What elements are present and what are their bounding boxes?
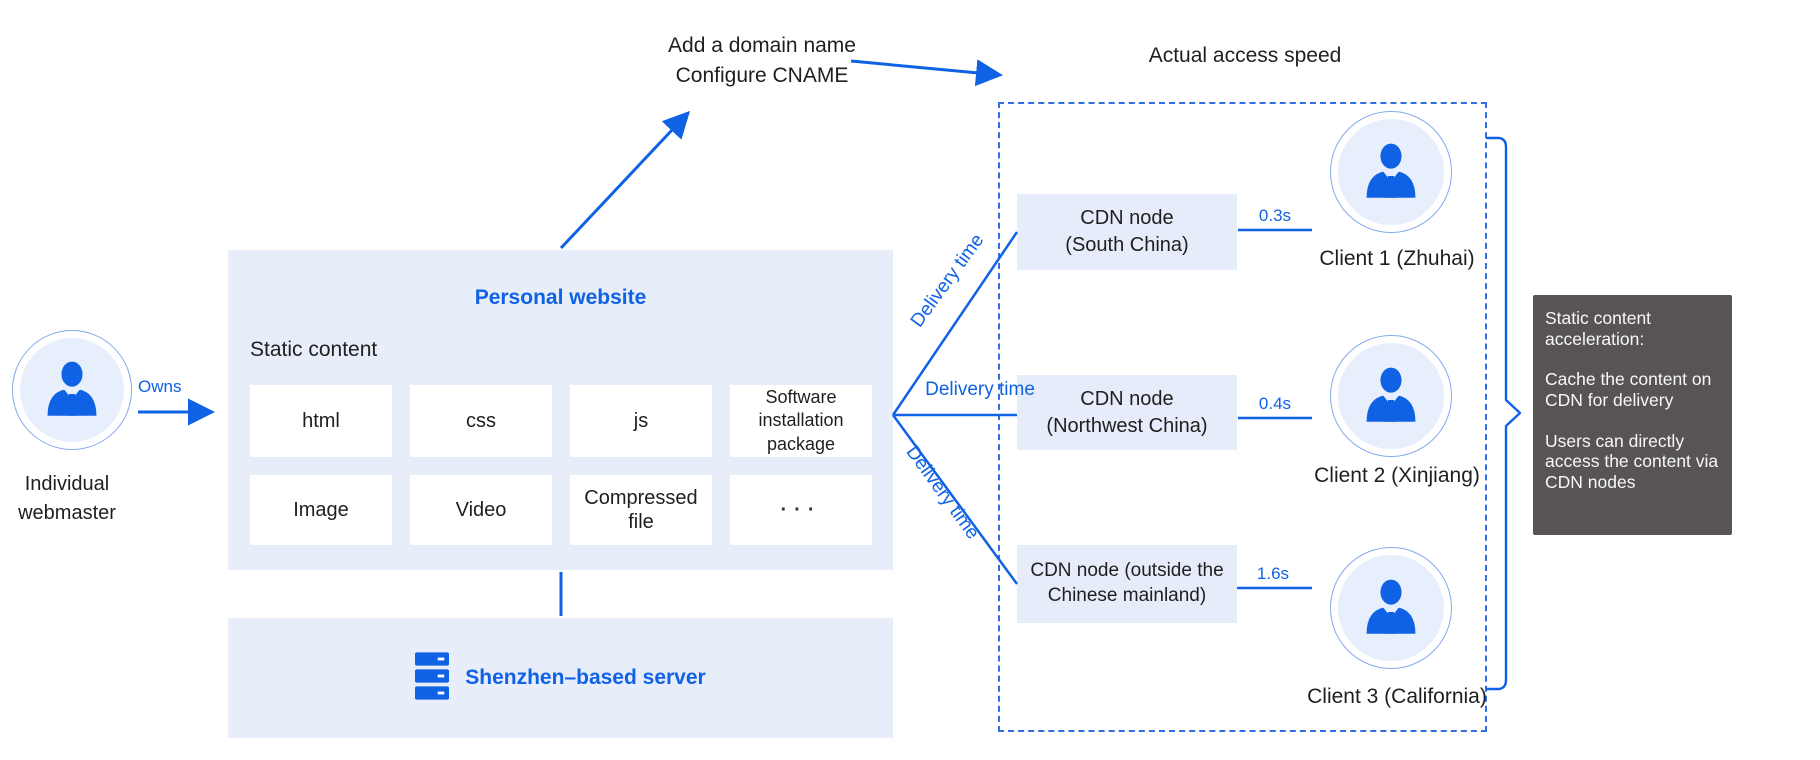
content-item: Compressed file <box>570 475 712 545</box>
client-1-label: Client 1 (Zhuhai) <box>1319 247 1475 270</box>
webmaster-avatar-disc <box>20 338 124 442</box>
access-speed-title: Actual access speed <box>1148 44 1342 67</box>
brace <box>1485 136 1522 691</box>
person-icon <box>39 355 105 426</box>
delivery-time-label-3: Delivery time <box>901 442 984 544</box>
client-3-avatar <box>1330 547 1452 669</box>
client-3-label: Client 3 (California) <box>1307 685 1487 708</box>
server-icon <box>415 651 450 705</box>
static-content-grid: html css js Software installation packag… <box>250 385 872 545</box>
content-item: Software installation package <box>730 385 872 457</box>
cdn-node-south-china: CDN node (South China) <box>1017 194 1237 270</box>
cdn-node-name-line1: CDN node <box>1080 387 1174 410</box>
webmaster-avatar <box>12 330 132 450</box>
callout-line-2: Cache the content on CDN for delivery <box>1545 369 1712 410</box>
content-item: Image <box>250 475 392 545</box>
cdn-node-name-line1: CDN node (outside the <box>1030 560 1224 582</box>
cname-arrow <box>559 110 691 250</box>
cdn-node-name-line2: (South China) <box>1065 234 1189 256</box>
access-time-3: 1.6s <box>1256 564 1290 583</box>
personal-website-title: Personal website <box>474 286 647 309</box>
person-icon <box>1358 573 1424 644</box>
callout-line-3: Users can directly access the content vi… <box>1545 430 1719 492</box>
server-box: Shenzhen–based server <box>228 618 893 738</box>
callout-line-1: Static content acceleration: <box>1545 308 1652 349</box>
cdn-node-name-line1: CDN node <box>1080 207 1174 229</box>
cdn-node-outside-mainland: CDN node (outside the Chinese mainland) <box>1017 545 1237 623</box>
client-2-label: Client 2 (Xinjiang) <box>1314 464 1480 487</box>
delivery-time-label-1: Delivery time <box>906 230 989 332</box>
static-content-label: Static content <box>250 338 378 361</box>
domain-note: Add a domain name Configure CNAME <box>612 31 912 91</box>
content-item: css <box>410 385 552 457</box>
cdn-node-name-line2: Chinese mainland) <box>1047 585 1207 606</box>
person-icon <box>1358 137 1424 208</box>
webmaster-label: Individual webmaster <box>18 473 116 524</box>
content-item: Video <box>410 475 552 545</box>
static-acceleration-callout: Static content acceleration: Cache the c… <box>1533 295 1732 535</box>
access-time-1: 0.3s <box>1258 206 1292 225</box>
cdn-node-name-line2: (Northwest China) <box>1046 414 1208 437</box>
client-1-avatar <box>1330 111 1452 233</box>
cdn-node-northwest-china: CDN node (Northwest China) <box>1017 375 1237 450</box>
owns-label: Owns <box>138 377 182 396</box>
server-label: Shenzhen–based server <box>465 666 706 689</box>
content-item: html <box>250 385 392 457</box>
content-item-ellipsis: ··· <box>730 475 872 545</box>
person-icon <box>1358 361 1424 432</box>
client-2-avatar <box>1330 335 1452 457</box>
access-time-2: 0.4s <box>1258 394 1292 413</box>
content-item: js <box>570 385 712 457</box>
domain-note-line2: Configure CNAME <box>675 64 849 87</box>
domain-note-line1: Add a domain name <box>668 34 856 57</box>
delivery-time-label-2: Delivery time <box>925 379 1035 400</box>
